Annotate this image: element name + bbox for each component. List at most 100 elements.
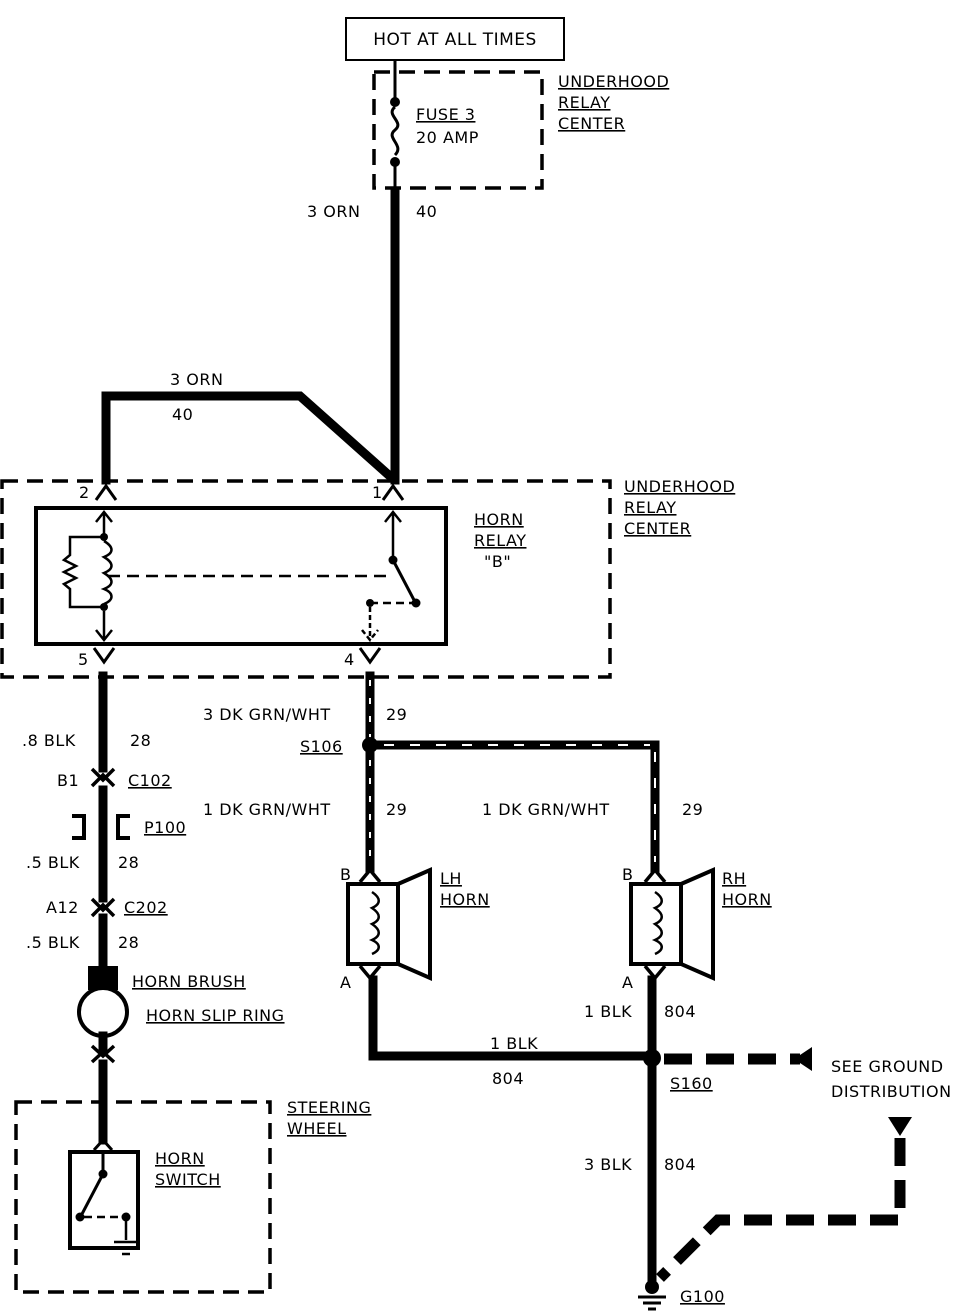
ground-note-line1: SEE GROUND <box>831 1057 944 1076</box>
fuse-name: FUSE 3 <box>416 105 475 124</box>
relay-pin1-terminal <box>381 483 405 501</box>
horn-slip-ring-label: HORN SLIP RING <box>146 1006 285 1025</box>
fuse-rating: 20 AMP <box>416 128 479 147</box>
horn-switch-ground-icon <box>114 1240 138 1256</box>
ground-note-line2: DISTRIBUTION <box>831 1082 952 1101</box>
relay-coil-bottom-lead <box>95 611 113 643</box>
hot-at-all-times-label: HOT AT ALL TIMES <box>373 30 537 50</box>
fuse-relay-center-box <box>372 70 544 190</box>
wire-left-1-circuit: 28 <box>130 731 151 750</box>
wire-to-relay2-circuit: 40 <box>172 405 193 424</box>
horn-switch-line1: HORN <box>155 1149 205 1168</box>
rh-horn-name-line1: RH <box>722 869 746 888</box>
c202-name: C202 <box>124 898 168 917</box>
fuse-location-line1: UNDERHOOD <box>558 72 669 91</box>
fuse-location-line3: CENTER <box>558 114 625 133</box>
relay-pin5-terminal <box>92 647 116 665</box>
rh-horn-pin-b: B <box>622 865 633 884</box>
c202-connector-icon <box>90 897 116 918</box>
relay-pin2-label: 2 <box>79 483 90 502</box>
horn-switch-entry <box>92 1137 114 1152</box>
wire-lh-feed-circuit: 29 <box>386 800 407 819</box>
wire-left-2-circuit: 28 <box>118 853 139 872</box>
fuse-element-icon <box>390 105 400 157</box>
horn-switch-contact-left <box>75 1212 85 1222</box>
relay-pin4-terminal <box>358 647 382 665</box>
wire-rh-feed-color: 1 DK GRN/WHT <box>482 800 610 819</box>
wire-ground-main-circuit: 804 <box>664 1155 696 1174</box>
wire-lh-feed-color: 1 DK GRN/WHT <box>203 800 331 819</box>
wire-lh-ground-circuit: 804 <box>492 1069 524 1088</box>
wire-to-relay2-color: 3 ORN <box>170 370 223 389</box>
horn-slip-ring-icon <box>77 986 129 1038</box>
wire-lh-horn-ground <box>368 975 653 1061</box>
wire-horn-feed-main-circuit: 29 <box>386 705 407 724</box>
s160-label: S160 <box>670 1074 713 1093</box>
wire-left-1-color: .8 BLK <box>22 731 76 750</box>
lh-horn-name-line1: LH <box>440 869 462 888</box>
wire-ground-distribution-return <box>656 1138 906 1282</box>
s106-label: S106 <box>300 737 343 756</box>
fuse-location-line2: RELAY <box>558 93 610 112</box>
wire-left-2-color: .5 BLK <box>26 853 80 872</box>
ground-distribution-return-arrow-icon <box>888 1117 912 1136</box>
c202-cavity: A12 <box>46 898 79 917</box>
relay-contact-out-node <box>366 599 374 607</box>
g100-label: G100 <box>680 1287 725 1306</box>
p100-label: P100 <box>144 818 186 837</box>
p100-grommet-left <box>72 814 86 840</box>
horn-relay-name-line2: RELAY <box>474 531 526 550</box>
lh-horn-pin-a: A <box>340 973 351 992</box>
relay-contact-out-lead <box>361 607 379 643</box>
horn-switch-arm <box>80 1173 105 1215</box>
wire-horn-feed-main-color: 3 DK GRN/WHT <box>203 705 331 724</box>
relay-center-box <box>0 479 612 679</box>
wire-rh-ground-circuit: 804 <box>664 1002 696 1021</box>
relay-pin1-label: 1 <box>372 483 383 502</box>
c102-name: C102 <box>128 771 172 790</box>
relay-contact-fixed <box>411 598 421 608</box>
p100-grommet-right <box>116 814 130 840</box>
hot-at-all-times-box <box>345 17 565 61</box>
c102-connector-icon <box>90 767 116 788</box>
g100-ground-icon <box>638 1295 666 1311</box>
wire-s106-to-rh-horn-stripe <box>384 744 656 862</box>
wire-ground-main-color: 3 BLK <box>584 1155 632 1174</box>
relay-coil-top-lead <box>95 509 113 535</box>
horn-brush-label: HORN BRUSH <box>132 972 246 991</box>
rh-horn-icon <box>629 866 715 982</box>
relay-location-line1: UNDERHOOD <box>624 477 735 496</box>
wire-left-3-circuit: 28 <box>118 933 139 952</box>
wire-lh-ground-color: 1 BLK <box>490 1034 538 1053</box>
wire-rh-feed-circuit: 29 <box>682 800 703 819</box>
relay-resistor-loop <box>61 535 104 609</box>
relay-pin2-terminal <box>94 483 118 501</box>
wire-fuse-out-circuit: 40 <box>416 202 437 221</box>
relay-contact-top-lead <box>384 509 402 556</box>
wire-to-relay-pin2 <box>101 391 399 485</box>
relay-pin5-label: 5 <box>78 650 89 669</box>
rh-horn-name-line2: HORN <box>722 890 772 909</box>
c102-cavity: B1 <box>57 771 79 790</box>
horn-relay-name-line1: HORN <box>474 510 524 529</box>
rh-horn-pin-a: A <box>622 973 633 992</box>
wire-rh-ground-color: 1 BLK <box>584 1002 632 1021</box>
wire-fuse-out-color: 3 ORN <box>307 202 360 221</box>
steering-wheel-line2: WHEEL <box>287 1119 346 1138</box>
ground-distribution-arrow-icon <box>794 1047 812 1071</box>
horn-relay-body <box>34 506 448 646</box>
fuse-top-terminal <box>390 97 400 107</box>
lh-horn-name-line2: HORN <box>440 890 490 909</box>
horn-relay-name-line3: "B" <box>484 552 511 571</box>
wire-left-3-color: .5 BLK <box>26 933 80 952</box>
relay-location-line2: RELAY <box>624 498 676 517</box>
steering-wheel-box <box>14 1100 272 1294</box>
lh-horn-icon <box>346 866 432 982</box>
lh-horn-pin-b: B <box>340 865 351 884</box>
relay-pin4-label: 4 <box>344 650 355 669</box>
relay-location-line3: CENTER <box>624 519 691 538</box>
relay-coil-icon <box>100 539 113 606</box>
g100-ground-node <box>645 1280 659 1294</box>
slip-ring-connector-icon <box>90 1044 116 1064</box>
